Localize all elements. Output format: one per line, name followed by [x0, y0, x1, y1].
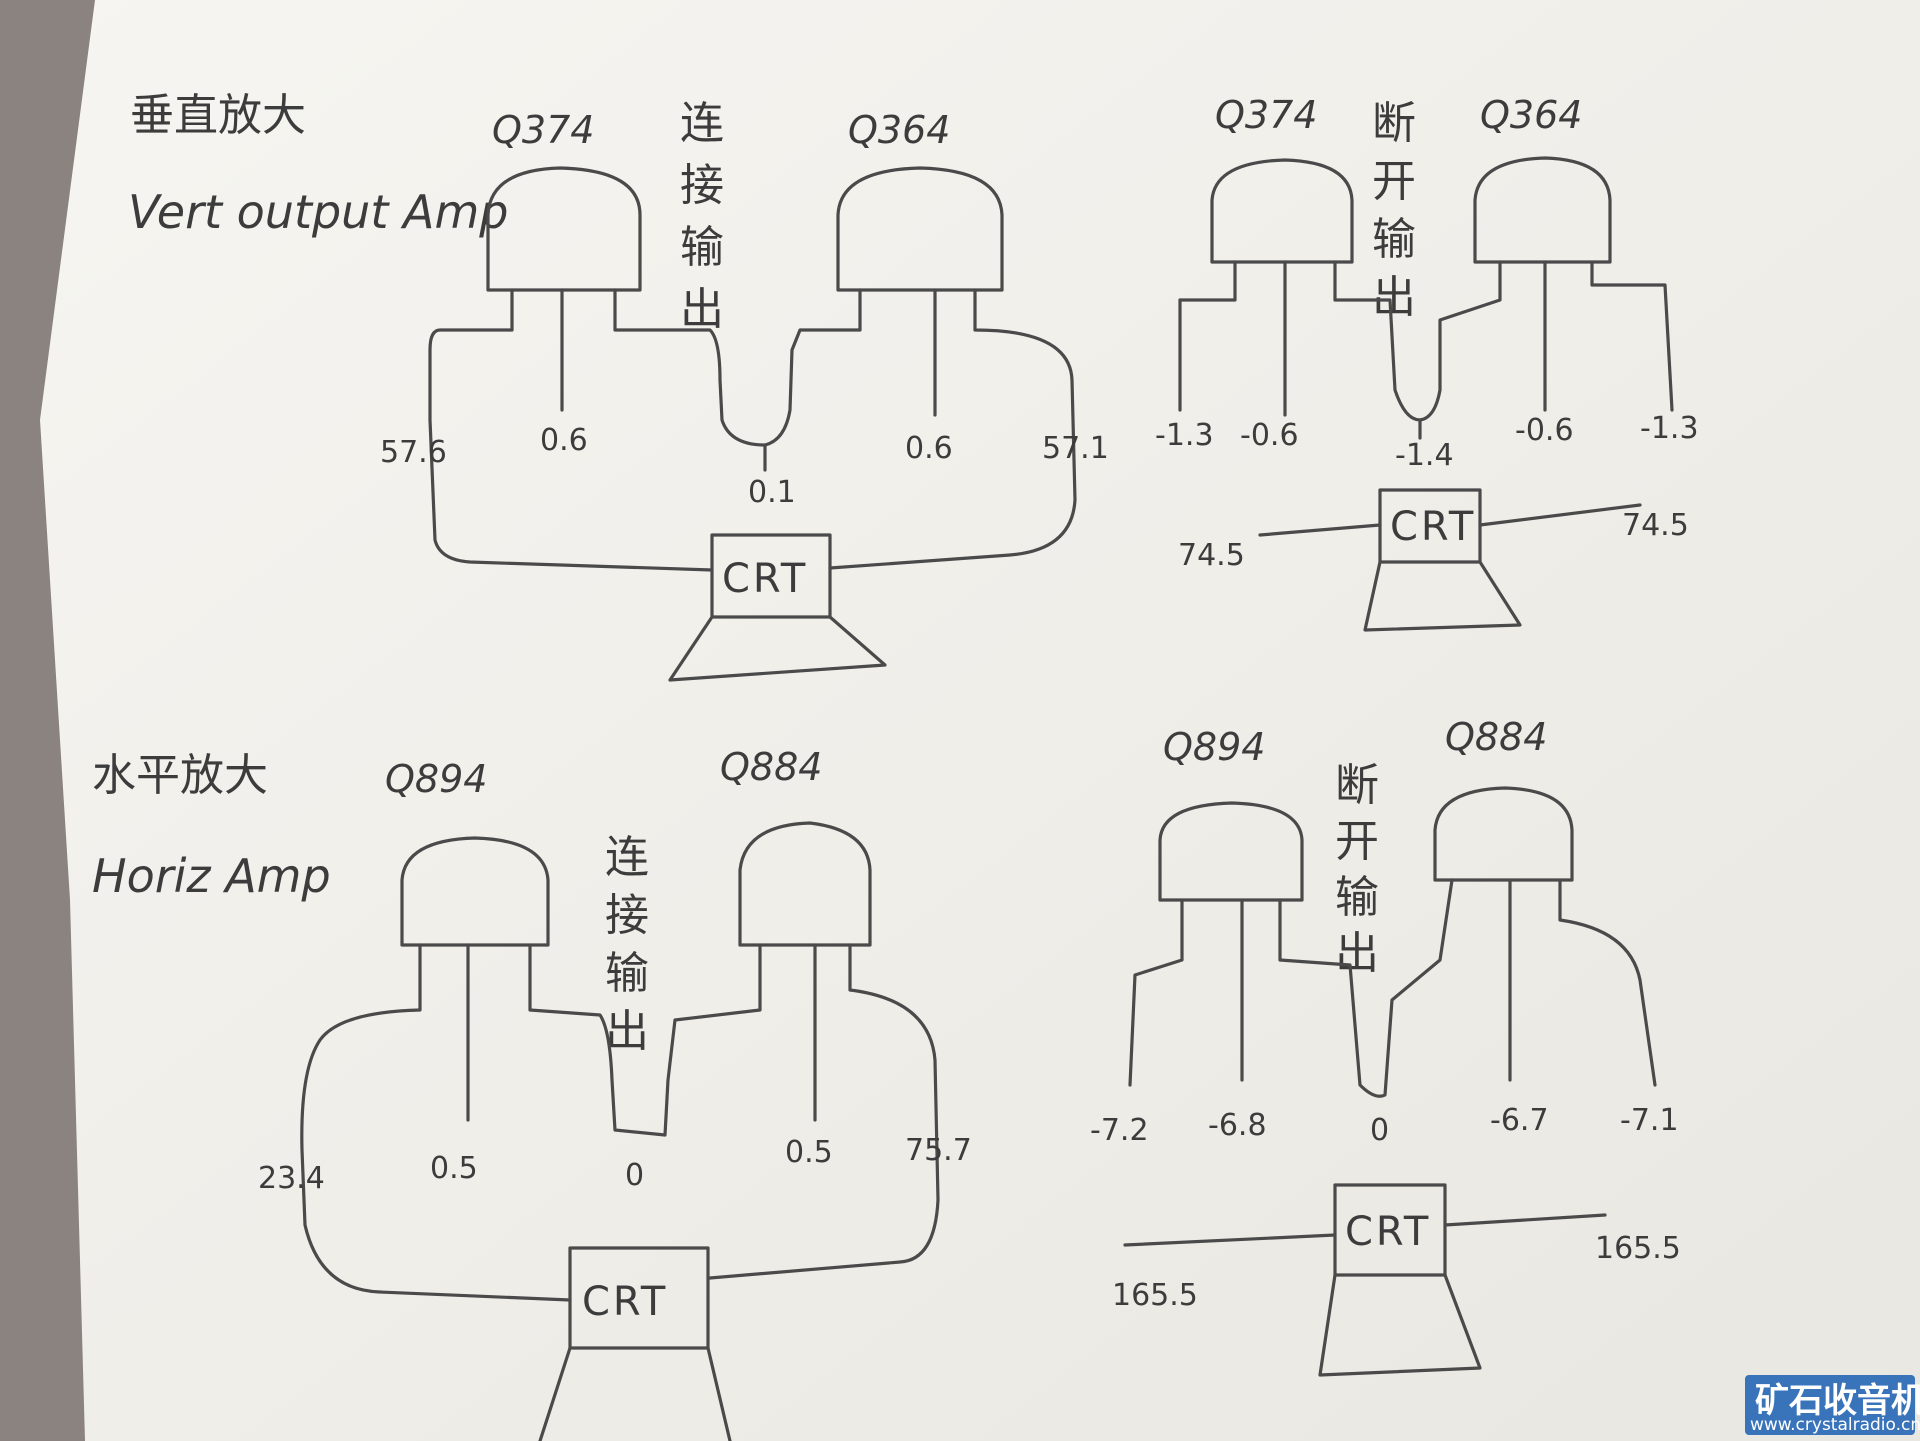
- svg-text:输: 输: [1372, 214, 1416, 265]
- site-watermark: 矿石收音机 www.crystalradio.cn: [1745, 1375, 1920, 1435]
- svg-text:输: 输: [680, 222, 724, 273]
- crt-box: [568, 1246, 710, 1350]
- transistor-label-left: Q894: [1163, 725, 1265, 769]
- horizontal-disconnected-circuit: Q894 Q884 断 开 输 出 CRT -7.2 -6.8 0 -6.7 -…: [1090, 715, 1681, 1377]
- vertical-connected-circuit: Q374 Q364 连 接 输 出 CRT 57.6 0.6 0.1 0.6 5…: [380, 98, 1109, 682]
- svg-text:连: 连: [680, 98, 724, 149]
- horizontal-title-en: Horiz Amp: [92, 849, 331, 903]
- svg-text:0: 0: [1370, 1113, 1389, 1148]
- svg-text:-1.4: -1.4: [1395, 438, 1454, 473]
- svg-text:0.5: 0.5: [430, 1151, 478, 1186]
- transistor-label-right: Q364: [1480, 93, 1582, 137]
- svg-text:连: 连: [605, 832, 649, 883]
- svg-text:74.5: 74.5: [1622, 508, 1689, 543]
- wire-right: [708, 943, 940, 1280]
- svg-text:57.1: 57.1: [1042, 431, 1109, 466]
- svg-text:0.6: 0.6: [540, 423, 588, 458]
- output-note: 连 接 输 出: [605, 832, 649, 1057]
- transistor-body-right: [738, 821, 872, 947]
- svg-text:输: 输: [1335, 872, 1379, 923]
- svg-text:0.6: 0.6: [905, 431, 953, 466]
- crt-label: CRT: [1345, 1209, 1431, 1255]
- svg-text:0.1: 0.1: [748, 475, 796, 510]
- svg-text:接: 接: [680, 160, 724, 211]
- vertical-title-cn: 垂直放大: [130, 90, 306, 141]
- wire-right: [828, 288, 1077, 570]
- svg-text:开: 开: [1335, 816, 1379, 867]
- wire-left: [300, 943, 572, 1302]
- transistor-body-left: [400, 836, 550, 947]
- transistor-label-right: Q364: [848, 108, 950, 152]
- wire-left: [428, 288, 714, 572]
- transistor-body-left: [1210, 158, 1354, 264]
- watermark-url: www.crystalradio.cn: [1750, 1415, 1920, 1435]
- svg-text:0.5: 0.5: [785, 1135, 833, 1170]
- transistor-body-right: [1473, 156, 1612, 264]
- svg-text:输: 输: [605, 948, 649, 999]
- crt-screen: [1318, 1273, 1482, 1377]
- svg-text:23.4: 23.4: [258, 1161, 325, 1196]
- wire-center: [613, 288, 862, 447]
- wire-left: [1128, 898, 1184, 1087]
- svg-text:-7.1: -7.1: [1620, 1103, 1679, 1138]
- transistor-label-left: Q374: [492, 108, 594, 152]
- svg-text:-6.7: -6.7: [1490, 1103, 1549, 1138]
- crt-screen: [668, 615, 887, 682]
- transistor-label-right: Q884: [720, 745, 822, 789]
- transistor-label-left: Q374: [1215, 93, 1317, 137]
- transistor-body-left: [486, 166, 642, 292]
- transistor-label-right: Q884: [1445, 715, 1547, 759]
- svg-text:165.5: 165.5: [1595, 1231, 1681, 1266]
- svg-text:出: 出: [605, 1006, 649, 1057]
- svg-text:57.6: 57.6: [380, 435, 447, 470]
- svg-text:75.7: 75.7: [905, 1133, 972, 1168]
- wire-center: [528, 943, 762, 1137]
- crt-screen: [1363, 560, 1522, 632]
- transistor-body-left: [1158, 801, 1304, 902]
- svg-text:开: 开: [1372, 156, 1416, 207]
- crt-label: CRT: [722, 556, 808, 602]
- svg-text:出: 出: [680, 284, 724, 335]
- horizontal-title-cn: 水平放大: [92, 750, 268, 801]
- watermark-site-name: 矿石收音机: [1755, 1381, 1920, 1421]
- crt-screen: [538, 1346, 732, 1441]
- svg-text:-1.3: -1.3: [1640, 411, 1699, 446]
- output-note: 断 开 输 出: [1335, 760, 1379, 979]
- svg-text:74.5: 74.5: [1178, 538, 1245, 573]
- svg-text:断: 断: [1372, 98, 1416, 149]
- svg-text:-0.6: -0.6: [1515, 413, 1574, 448]
- wire-right: [1590, 260, 1674, 412]
- crt-label: CRT: [582, 1279, 668, 1325]
- svg-text:-1.3: -1.3: [1155, 418, 1214, 453]
- svg-text:-0.6: -0.6: [1240, 418, 1299, 453]
- crt-box: [1333, 1183, 1447, 1277]
- transistor-label-left: Q894: [385, 757, 487, 801]
- svg-text:断: 断: [1335, 760, 1379, 811]
- crt-label: CRT: [1390, 504, 1476, 550]
- svg-text:-7.2: -7.2: [1090, 1113, 1149, 1148]
- wire-left: [1178, 260, 1237, 412]
- output-note: 断 开 输 出: [1372, 98, 1416, 323]
- svg-text:接: 接: [605, 890, 649, 941]
- paper-sheet: [40, 0, 1920, 1441]
- svg-text:0: 0: [625, 1158, 644, 1193]
- wire-center: [1278, 878, 1454, 1098]
- transistor-body-right: [1433, 786, 1574, 882]
- svg-text:出: 出: [1335, 928, 1379, 979]
- wire-right: [1558, 878, 1657, 1087]
- svg-text:出: 出: [1372, 272, 1416, 323]
- horizontal-connected-circuit: Q894 Q884 连 接 输 出 CRT 23.4 0.5 0 0.5 75.…: [258, 745, 972, 1441]
- output-note: 连 接 输 出: [680, 98, 724, 335]
- svg-text:-6.8: -6.8: [1208, 1108, 1267, 1143]
- crt-box: [710, 533, 832, 619]
- svg-text:165.5: 165.5: [1112, 1278, 1198, 1313]
- vertical-title-en: Vert output Amp: [128, 185, 508, 239]
- transistor-body-right: [836, 166, 1004, 292]
- vertical-disconnected-circuit: Q374 Q364 断 开 输 出 CRT -1.3 -0.6 -1.4 -0.…: [1155, 93, 1699, 632]
